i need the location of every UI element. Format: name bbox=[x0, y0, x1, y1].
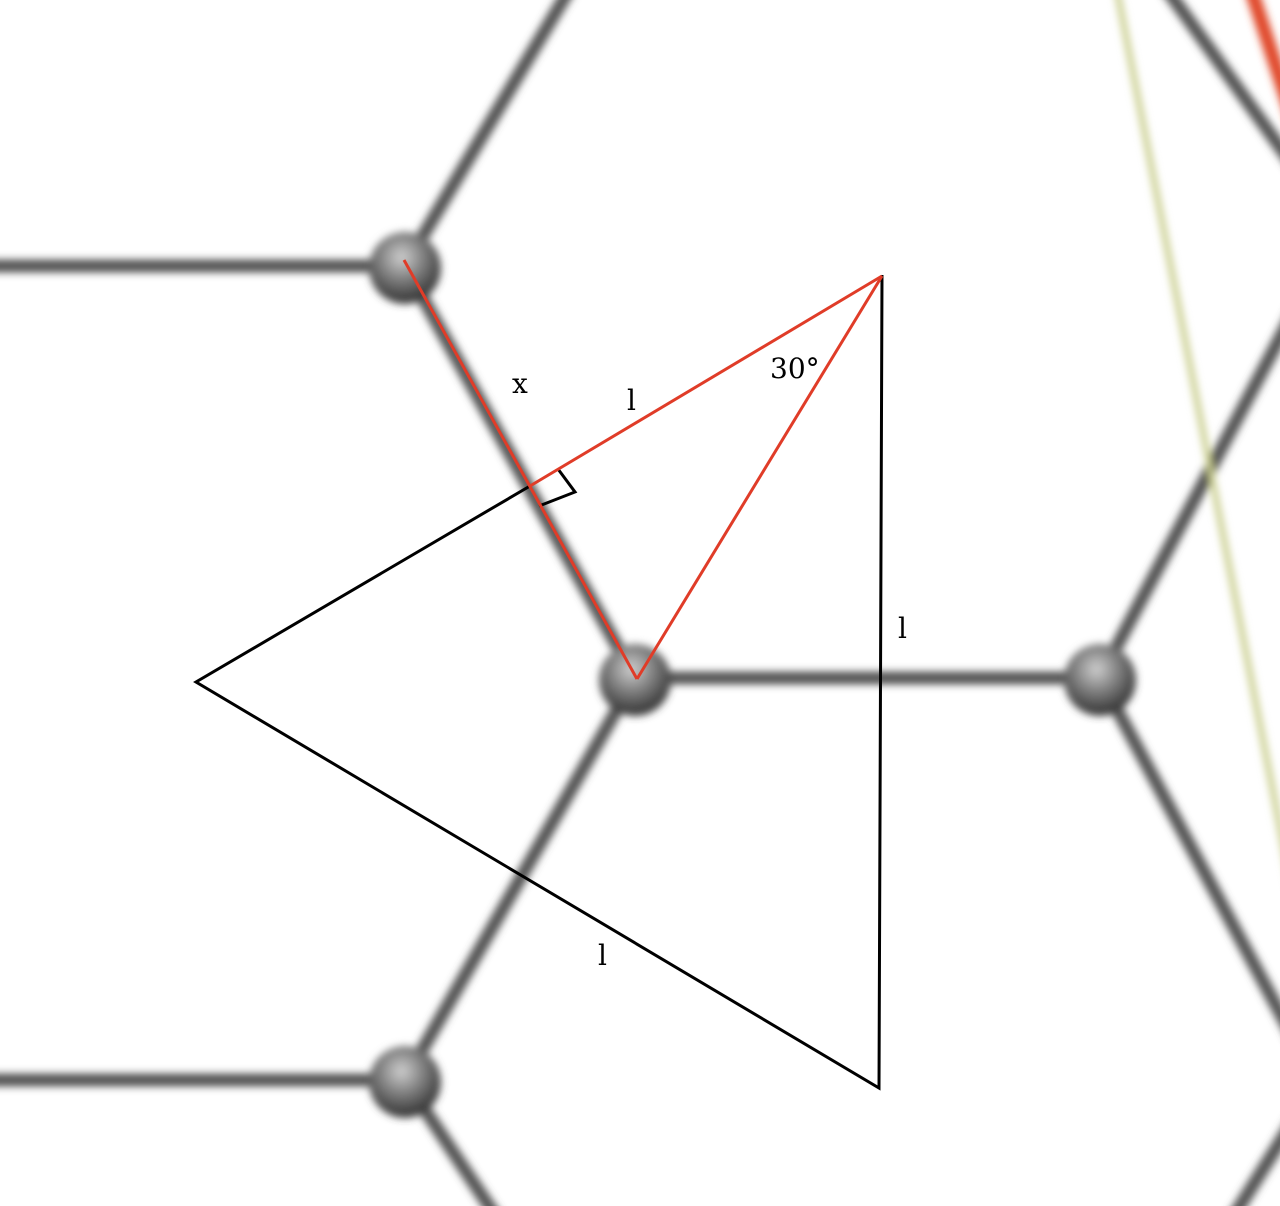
atom bbox=[369, 1046, 441, 1118]
faint-red-line bbox=[1247, 0, 1280, 102]
label-angle: 30° bbox=[770, 352, 820, 385]
bond bbox=[1093, 323, 1280, 685]
construction-lines bbox=[402, 259, 884, 680]
bond bbox=[1166, 0, 1280, 159]
red-side-line bbox=[529, 274, 883, 488]
triangle-edges bbox=[193, 274, 884, 1091]
atom bbox=[599, 644, 671, 716]
label-bottom-side: l bbox=[598, 939, 607, 972]
label-top-side: l bbox=[627, 384, 636, 417]
faint-line bbox=[1115, 0, 1280, 843]
atom bbox=[369, 232, 441, 304]
bond bbox=[398, 671, 642, 1087]
red-diagonal-line bbox=[635, 275, 884, 680]
label-right-side: l bbox=[898, 612, 907, 645]
label-x: x bbox=[512, 367, 528, 400]
red-bond-line bbox=[402, 259, 639, 680]
bond bbox=[1093, 671, 1280, 1027]
bond bbox=[1232, 1129, 1280, 1206]
atom bbox=[1064, 644, 1136, 716]
black-triangle bbox=[193, 274, 884, 1091]
bond bbox=[398, 0, 571, 273]
right-angle-marker bbox=[538, 468, 578, 508]
